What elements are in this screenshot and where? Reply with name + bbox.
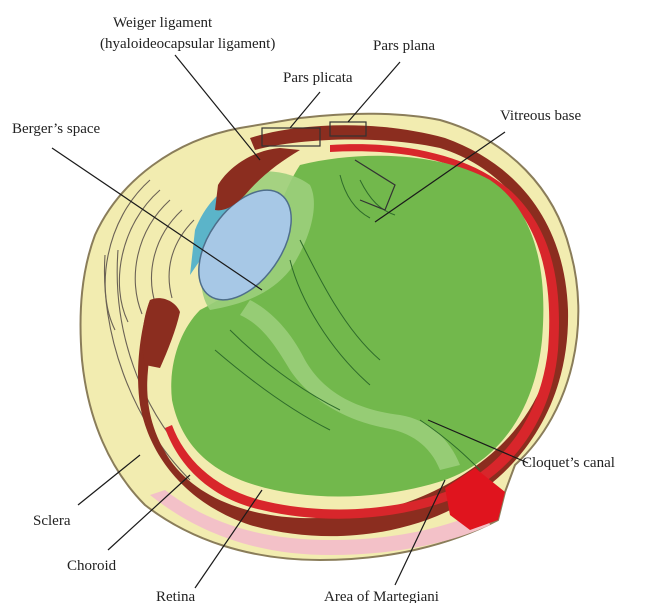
label-retina: Retina bbox=[156, 589, 195, 603]
label-area-of-martegiani: Area of Martegiani bbox=[324, 589, 439, 603]
label-pars-plicata: Pars plicata bbox=[283, 70, 353, 86]
label-weiger-ligament: Weiger ligament bbox=[113, 15, 213, 31]
label-bergers-space: Berger’s space bbox=[12, 121, 101, 137]
label-vitreous-base: Vitreous base bbox=[500, 108, 582, 124]
label-choroid: Choroid bbox=[67, 558, 117, 574]
label-hyaloideocapsular-ligament: (hyaloideocapsular ligament) bbox=[100, 36, 275, 52]
label-pars-plana: Pars plana bbox=[373, 38, 435, 54]
label-sclera: Sclera bbox=[33, 513, 71, 529]
label-cloquets-canal: Cloquet’s canal bbox=[522, 455, 615, 471]
